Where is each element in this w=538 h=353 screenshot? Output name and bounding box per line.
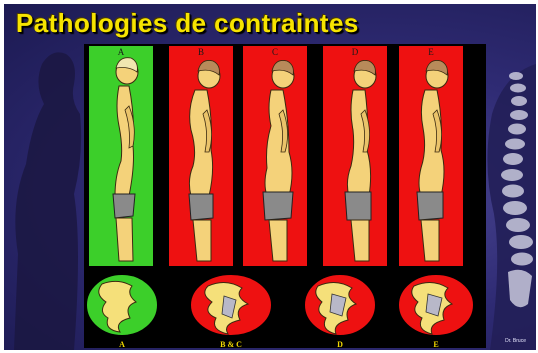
posture-panel-c: C xyxy=(240,46,310,266)
disc-label-d: D xyxy=(310,340,370,349)
vertebra-disc-a xyxy=(84,272,160,338)
vertebra-disc-d xyxy=(302,272,378,338)
posture-panel-e: E xyxy=(396,46,466,266)
posture-figure-e xyxy=(399,46,466,266)
posture-label-c: C xyxy=(243,47,307,57)
posture-figure-b xyxy=(169,46,236,266)
posture-panel-a: A xyxy=(86,46,156,266)
disc-label-bc: B & C xyxy=(201,340,261,349)
vertebra-disc-e xyxy=(396,272,476,338)
posture-figure-d xyxy=(323,46,390,266)
posture-panel-d: D xyxy=(320,46,390,266)
posture-label-e: E xyxy=(399,47,463,57)
posture-panel-b: B xyxy=(166,46,236,266)
slide: Pathologies de contraintes A B xyxy=(4,4,536,350)
slide-title: Pathologies de contraintes xyxy=(16,8,359,39)
author-credit: Dr. Bruce xyxy=(505,338,526,344)
disc-label-e: E xyxy=(406,340,466,349)
vertebra-disc-bc xyxy=(188,272,274,338)
disc-label-a: A xyxy=(92,340,152,349)
posture-figure-c xyxy=(243,46,310,266)
posture-label-a: A xyxy=(89,47,153,57)
posture-label-b: B xyxy=(169,47,233,57)
posture-label-d: D xyxy=(323,47,387,57)
posture-figure-a xyxy=(89,46,156,266)
